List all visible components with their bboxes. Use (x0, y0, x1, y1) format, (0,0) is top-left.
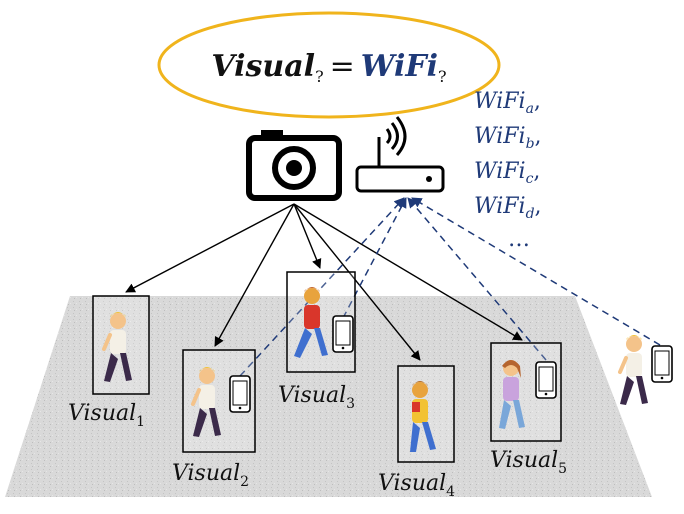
camera-arrows (125, 203, 523, 361)
arrow-to-visual-4 (293, 203, 421, 361)
smartphone-icon (332, 315, 354, 353)
dashed-link-visual-3 (342, 197, 407, 319)
equation-ellipse (157, 11, 501, 119)
equation-equals: = (330, 49, 355, 84)
detection-box-3 (286, 271, 356, 373)
arrow-to-visual-3 (293, 203, 322, 269)
wifi-list-item: WiFia, (474, 89, 541, 117)
wifi-dashed-links (239, 197, 661, 377)
visual-label-2: Visual2 (172, 461, 249, 490)
camera-icon (246, 130, 342, 201)
wifi-list-ellipsis: … (508, 227, 530, 252)
arrow-to-visual-2 (214, 203, 295, 347)
dashed-link-outside-person (411, 197, 661, 346)
equation-text: Visual? =WiFi? (211, 49, 446, 86)
equation-left-sub: ? (315, 67, 324, 86)
smartphone-icon (535, 361, 557, 399)
wifi-router-icon (355, 116, 445, 193)
walking-person-icon (410, 381, 436, 452)
detection-box-2 (182, 349, 256, 453)
detection-box-1 (92, 295, 150, 395)
wifi-list-item: WiFib, (474, 124, 542, 152)
smartphone-icon (651, 345, 673, 383)
visual-label-3: Visual3 (278, 383, 355, 412)
visual-label-4: Visual4 (378, 471, 455, 500)
dashed-link-visual-2 (239, 197, 405, 377)
equation-left: Visual (211, 49, 315, 84)
visual-labels: Visual1 Visual2 Visual3 Visual4 Visual5 (68, 383, 567, 500)
visual-label-5: Visual5 (490, 448, 567, 477)
detection-box-4 (397, 365, 455, 463)
walking-person-icon (294, 287, 328, 358)
wifi-list-item: WiFic, (474, 159, 540, 187)
wifi-list: WiFia, WiFib, WiFic, WiFid, … (474, 89, 542, 252)
outside-person (618, 333, 673, 407)
walking-person-icon (499, 360, 525, 429)
detection-box-5 (490, 342, 562, 442)
equation-right: WiFi (361, 49, 438, 84)
visual-label-1: Visual1 (68, 401, 145, 430)
wifi-list-item: WiFid, (474, 194, 542, 222)
walking-person-icon (618, 333, 650, 407)
arrow-to-visual-5 (293, 203, 523, 341)
equation-right-sub: ? (438, 67, 447, 86)
smartphone-icon (229, 375, 251, 413)
arrow-to-visual-1 (125, 203, 295, 293)
